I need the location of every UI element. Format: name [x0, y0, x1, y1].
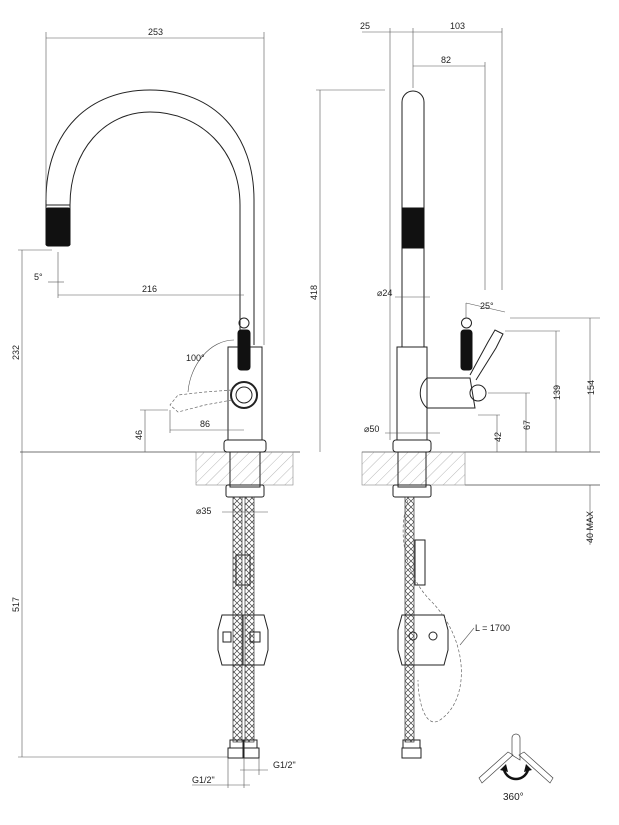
dim-5-degrees: 5° [34, 272, 43, 282]
lever-handle-side [460, 329, 473, 371]
spray-head-grip-side [401, 207, 425, 249]
dim-diameter-35: ⌀35 [196, 506, 211, 516]
dim-253: 253 [148, 27, 163, 37]
base-flange [223, 439, 267, 453]
dim-g-half-left: G1/2" [192, 775, 215, 785]
dim-232: 232 [11, 345, 21, 360]
dim-diameter-50: ⌀50 [364, 424, 379, 434]
spout-outer [45, 89, 255, 345]
lever-knob [238, 317, 250, 329]
rotation-label: 360° [503, 792, 524, 803]
dim-82: 82 [441, 55, 451, 65]
dim-67: 67 [522, 420, 532, 430]
dim-154: 154 [586, 380, 596, 395]
dim-418: 418 [309, 285, 319, 300]
dim-103: 103 [450, 21, 465, 31]
dim-diameter-24: ⌀24 [377, 288, 392, 298]
lever-tilted-position [469, 329, 504, 381]
spout-side [401, 90, 425, 347]
lever-rotated-position [169, 389, 233, 413]
dim-100-degrees: 100° [186, 353, 205, 363]
lever-ring [235, 386, 253, 404]
dim-46: 46 [134, 430, 144, 440]
lever-housing [419, 377, 476, 409]
dim-g-half-right: G1/2" [273, 760, 296, 770]
dim-hose-length: L = 1700 [475, 623, 510, 633]
countertop-section-side [361, 451, 466, 486]
dim-139: 139 [552, 385, 562, 400]
hose-connector [217, 614, 269, 666]
spout-inner [69, 111, 241, 345]
side-view: 25 103 82 418 ⌀24 ⌀50 25° 154 139 67 42 … [309, 21, 600, 759]
dim-216: 216 [142, 284, 157, 294]
rotation-arrow-icon [502, 769, 530, 781]
rotation-360-icon: 360° [478, 733, 554, 803]
countertop-section [195, 451, 294, 486]
pull-out-hose-loop [402, 499, 462, 723]
dim-25-degrees: 25° [480, 301, 494, 311]
spray-head-grip [45, 207, 71, 247]
dim-25: 25 [360, 21, 370, 31]
lever-handle [237, 329, 251, 371]
front-view: 253 216 5° 232 517 100° 86 46 ⌀35 G1/2" … [11, 27, 300, 788]
dim-517: 517 [11, 597, 21, 612]
hose-side [404, 496, 415, 743]
dim-40-max: 40 MAX [585, 511, 595, 543]
hose-right [244, 496, 255, 743]
dim-42: 42 [493, 432, 503, 442]
faucet-body-side [396, 346, 428, 441]
dim-86: 86 [200, 419, 210, 429]
hose-left [232, 496, 243, 743]
hose-connector-side [397, 614, 449, 666]
